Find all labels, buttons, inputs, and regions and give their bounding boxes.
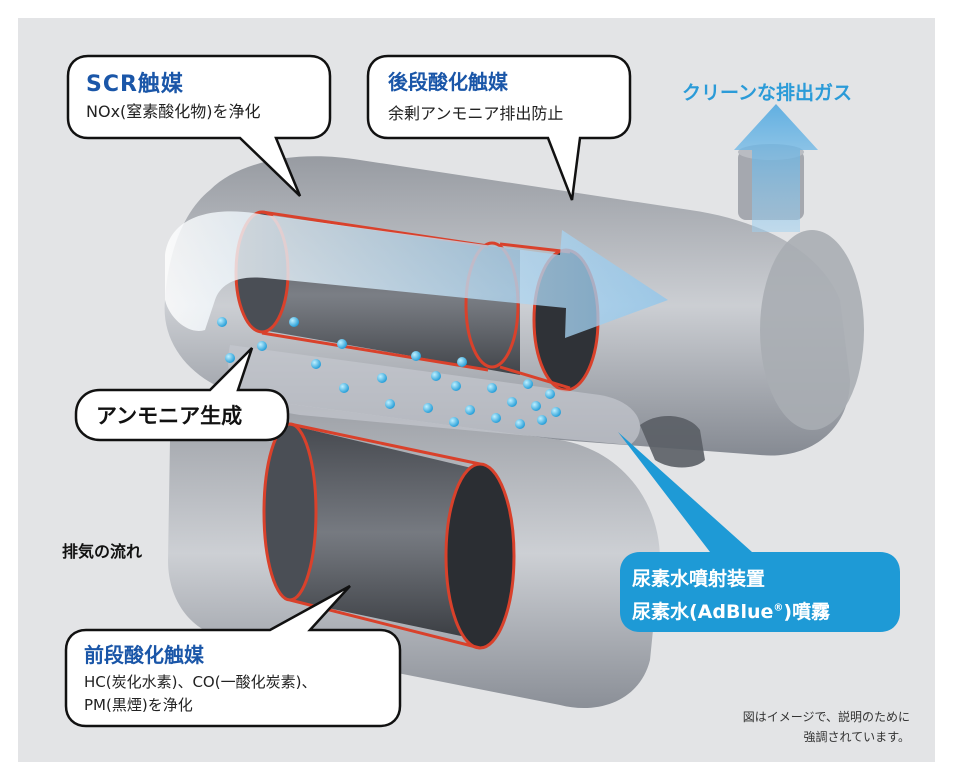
pre-oxidation-description-line1: HC(炭化水素)、CO(一酸化炭素)、 (84, 673, 317, 691)
registered-mark: ® (773, 602, 784, 614)
callout-post-bubble (366, 54, 632, 201)
urea-droplets (217, 317, 561, 429)
callout-ammonia-bubble (74, 347, 290, 442)
post-oxidation-title: 後段酸化触媒 (388, 70, 508, 94)
scr-catalyst-title: SCR触媒 (86, 72, 184, 97)
urea-injector-label: 尿素水噴射装置 (632, 568, 766, 590)
pre-oxidation-core (290, 425, 480, 640)
ammonia-generation-label: アンモニア生成 (96, 404, 243, 428)
scr-catalyst-description: NOx(窒素酸化物)を浄化 (86, 102, 261, 121)
pre-oxidation-description-line2: PM(黒煙)を浄化 (84, 696, 193, 714)
end-cap (760, 230, 864, 430)
urea-injector (640, 415, 705, 468)
exhaust-flow-label: 排気の流れ (62, 542, 143, 561)
disclaimer-note-line1: 図はイメージで、説明のために (742, 710, 910, 724)
urea-spray-suffix: )噴霧 (783, 601, 831, 623)
post-oxidation-description: 余剰アンモニア排出防止 (388, 104, 564, 123)
callout-urea-bubble (618, 432, 900, 632)
flow-arrow (165, 211, 668, 338)
post-oxidation-ring-1 (464, 241, 520, 369)
clean-exhaust-label: クリーンな排出ガス (682, 82, 853, 104)
urea-spray-prefix: 尿素水(AdBlue (632, 601, 774, 623)
urea-spray-label: 尿素水(AdBlue®)噴霧 (632, 597, 830, 624)
pre-oxidation-title: 前段酸化触媒 (84, 643, 204, 667)
clean-exhaust-arrow (734, 104, 818, 232)
callout-scr-bubble (66, 54, 332, 197)
callout-pre-bubble (64, 584, 402, 728)
disclaimer-note-line2: 強調されています。 (803, 730, 910, 744)
